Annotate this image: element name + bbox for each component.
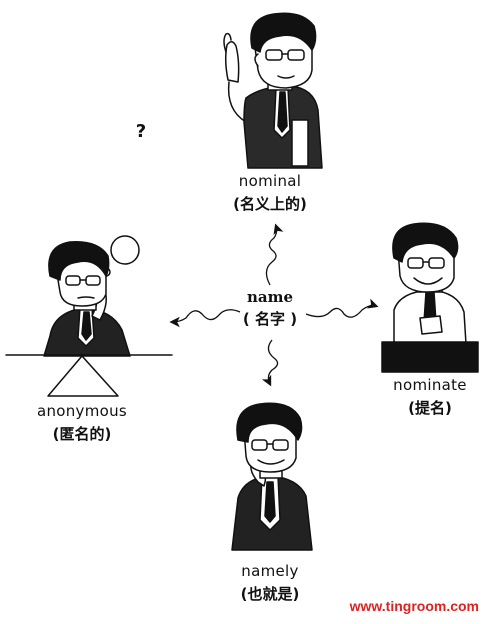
thought-bubble-symbol: ? (135, 121, 147, 142)
nominate-word: nominate (393, 376, 467, 394)
branch-nominal: nominal (名义上的) (210, 172, 330, 214)
nominal-figure (223, 12, 323, 169)
nominal-meaning: (名义上的) (233, 195, 307, 213)
center-meaning: ( 名字 ) (242, 310, 298, 328)
arrow-to-namely (261, 339, 279, 387)
branch-anonymous: anonymous (匿名的) (22, 402, 142, 444)
arrow-to-nominate (305, 298, 379, 318)
center-word: name (246, 288, 294, 306)
anonymous-word: anonymous (36, 402, 128, 420)
namely-meaning: (也就是) (240, 585, 300, 603)
center-term: name ( 名字 ) (228, 288, 312, 329)
watermark-text: www.tingroom.com (349, 598, 479, 614)
arrow-to-anonymous (169, 309, 241, 328)
arrow-to-nominal (265, 223, 284, 286)
nominate-figure (381, 222, 479, 373)
namely-figure (231, 402, 313, 551)
namely-word: namely (241, 562, 299, 580)
branch-namely: namely (也就是) (220, 562, 320, 604)
nominal-word: nominal (238, 172, 302, 190)
anonymous-meaning: (匿名的) (52, 425, 112, 443)
anonymous-figure (5, 235, 173, 397)
nominate-meaning: (提名) (408, 399, 452, 417)
branch-nominate: nominate (提名) (380, 376, 480, 418)
